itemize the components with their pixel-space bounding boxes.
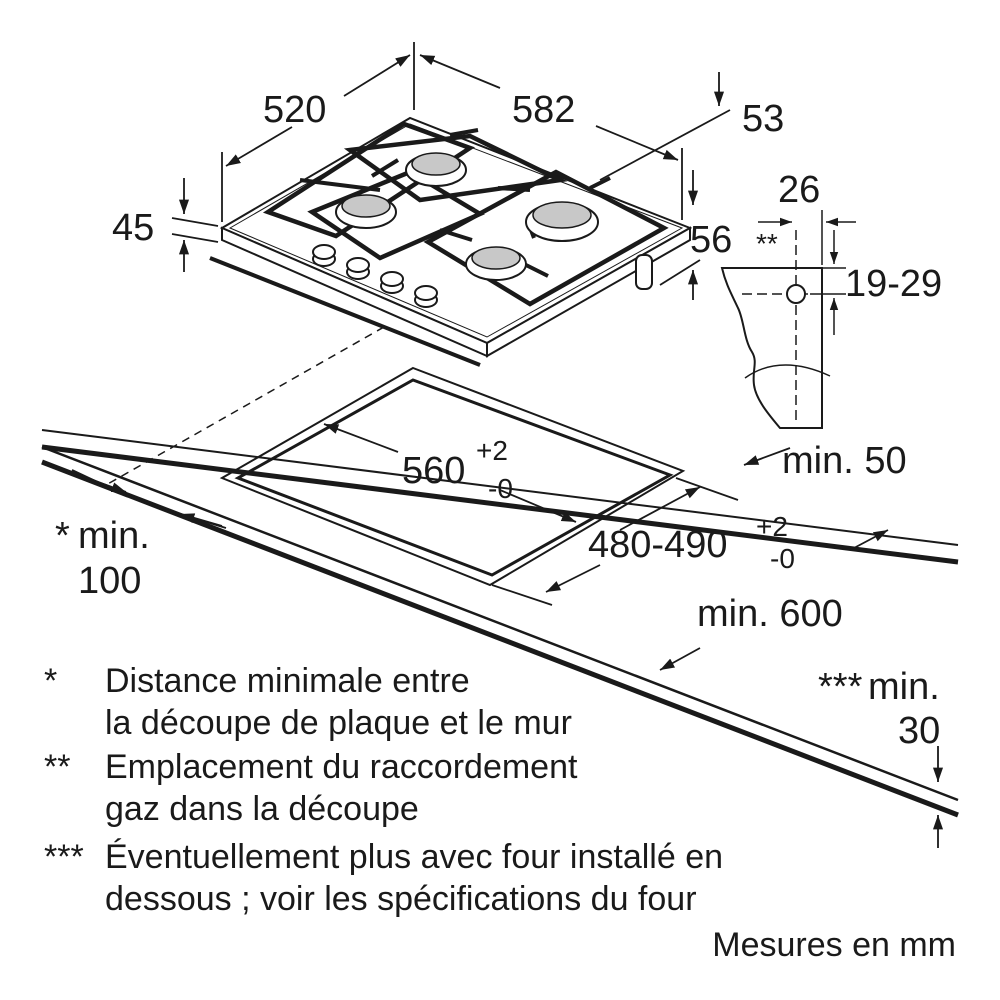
hob (209, 116, 693, 367)
dim-depth: 520 (263, 89, 326, 131)
gas-detail-profile (720, 267, 823, 429)
note-3-marker: *** (44, 838, 84, 876)
dim-cutout-width-tol-plus: +2 (476, 435, 508, 466)
note-1-line-2: la découpe de plaque et le mur (105, 704, 572, 742)
dim-cutout-depth-tol-plus: +2 (756, 511, 788, 542)
note-2-marker: ** (44, 748, 71, 786)
dim-cutout-width: 560 (402, 450, 465, 492)
dim-min-wall-label: min. (78, 515, 150, 557)
gas-marker: ** (756, 228, 778, 259)
grate-front-right (423, 169, 669, 307)
units-note: Mesures en mm (712, 926, 956, 964)
dim-gas-height: 19-29 (845, 263, 942, 305)
burner-middle-left (335, 194, 397, 229)
note-1-marker: * (44, 662, 58, 700)
dim-gas-offset: 26 (778, 169, 820, 211)
note-1-line-1: Distance minimale entre (105, 662, 470, 700)
burner-back-left (405, 152, 467, 187)
dim-min-back: min. 50 (782, 440, 907, 482)
burner-front-right (465, 246, 527, 281)
dimension-labels: 520 582 53 45 56 26 19-29 ** 560 +2 -0 4… (55, 89, 942, 752)
dim-cutout-depth-tol-minus: -0 (770, 543, 795, 574)
dim-min-below-label: min. (868, 666, 940, 708)
note-2-line-1: Emplacement du raccordement (105, 748, 578, 786)
dim-height: 45 (112, 207, 154, 249)
dim-min-below-marker: *** (818, 666, 863, 708)
dim-width: 582 (512, 89, 575, 131)
control-knobs (312, 244, 438, 308)
dim-cutout-width-tol-minus: -0 (488, 473, 513, 504)
grate-back-right (343, 133, 568, 203)
grate-back-left (262, 121, 475, 239)
gas-detail (720, 210, 856, 429)
hob-dimension-lines (171, 42, 731, 300)
note-2-line-2: gaz dans la découpe (105, 790, 419, 828)
projection-line (105, 326, 385, 486)
hob-top (219, 116, 693, 345)
dim-min-wall-value: 100 (78, 560, 141, 602)
grate-front-left (307, 169, 485, 261)
note-3-line-2: dessous ; voir les spécifications du fou… (105, 880, 697, 918)
gas-connection-point (786, 284, 806, 304)
note-3-line-1: Éventuellement plus avec four installé e… (105, 838, 724, 876)
cutout (105, 326, 686, 587)
cutout-dimension-lines (71, 423, 944, 848)
dim-min-below-value: 30 (898, 710, 940, 752)
dim-gas-side: 56 (690, 219, 732, 261)
gas-connector (635, 254, 653, 290)
dim-top-offset: 53 (742, 98, 784, 140)
dim-min-wall-marker: * (55, 515, 70, 557)
burner-right-large (525, 201, 599, 242)
dim-cutout-depth: 480-490 (588, 524, 727, 566)
dim-min-worktop: min. 600 (697, 593, 843, 635)
